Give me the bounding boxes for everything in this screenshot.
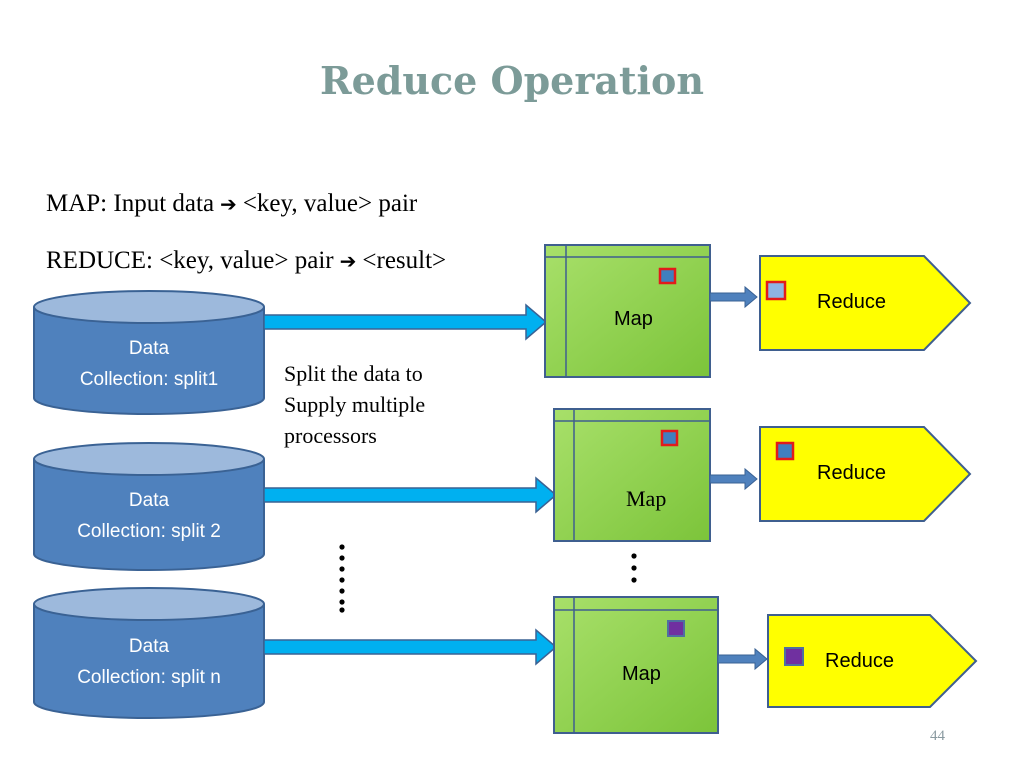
flow-arrow-split1 — [263, 303, 548, 341]
reduce-tag-2 — [759, 426, 972, 522]
reduce-label-3: Reduce — [825, 650, 894, 672]
reduce-key-square-3 — [784, 647, 804, 666]
data-label-split: Collection: split1 — [79, 369, 219, 390]
map-to-reduce-arrow-2 — [709, 467, 758, 491]
ellipsis-right-dots — [631, 553, 637, 583]
data-label-split: Collection: split n — [77, 667, 221, 688]
map-box-3 — [553, 596, 719, 734]
data-collection-label-2: Data Collection: split 2 — [33, 485, 265, 547]
data-cylinder-splitn — [33, 587, 265, 719]
map-to-reduce-arrow-3 — [717, 647, 768, 671]
map-definition-line: MAP: Input data➔<key, value> pair — [46, 190, 417, 218]
data-label-split: Collection: split 2 — [77, 521, 221, 542]
reduce-label-2: Reduce — [817, 462, 886, 484]
reduce-line-prefix: REDUCE: <key, value> pair — [46, 247, 334, 274]
flow-arrow-split2 — [263, 476, 558, 514]
slide-title: Reduce Operation — [320, 58, 704, 103]
split-note-line: processors — [284, 423, 377, 448]
right-arrow-icon: ➔ — [220, 192, 237, 216]
ellipsis-left-dots — [339, 544, 345, 613]
data-cylinder-split2 — [33, 442, 265, 571]
reduce-definition-line: REDUCE: <key, value> pair➔<result> — [46, 247, 446, 275]
reduce-line-suffix: <result> — [362, 247, 447, 274]
reduce-tag-3 — [767, 614, 978, 708]
map-key-square-2 — [660, 429, 679, 447]
right-arrow-icon: ➔ — [339, 249, 357, 273]
map-to-reduce-arrow-1 — [709, 285, 758, 309]
split-note-line: Split the data to — [284, 361, 423, 386]
split-note: Split the data to Supply multiple proces… — [284, 358, 425, 451]
map-key-square-1 — [658, 267, 677, 285]
data-cylinder-split1 — [33, 290, 265, 415]
data-label-title: Data — [128, 338, 170, 359]
map-label-3: Map — [622, 663, 661, 685]
reduce-key-square-2 — [775, 441, 795, 461]
split-note-line: Supply multiple — [284, 392, 426, 417]
data-label-title: Data — [128, 636, 170, 657]
map-key-square-3 — [667, 620, 685, 637]
reduce-tag-1 — [759, 255, 972, 351]
flow-arrow-splitn — [263, 628, 558, 666]
map-label-2: Map — [626, 486, 667, 511]
data-collection-label-3: Data Collection: split n — [33, 631, 265, 693]
page-number: 44 — [930, 728, 945, 744]
data-label-title: Data — [128, 490, 170, 511]
data-collection-label-1: Data Collection: split1 — [33, 333, 265, 395]
map-label-1: Map — [614, 308, 653, 330]
map-box-1 — [544, 244, 711, 378]
map-line-suffix: <key, value> pair — [242, 190, 418, 217]
map-line-prefix: MAP: Input data — [46, 190, 215, 217]
map-box-2 — [553, 408, 711, 542]
reduce-label-1: Reduce — [817, 291, 886, 313]
reduce-key-square-1 — [765, 280, 787, 301]
